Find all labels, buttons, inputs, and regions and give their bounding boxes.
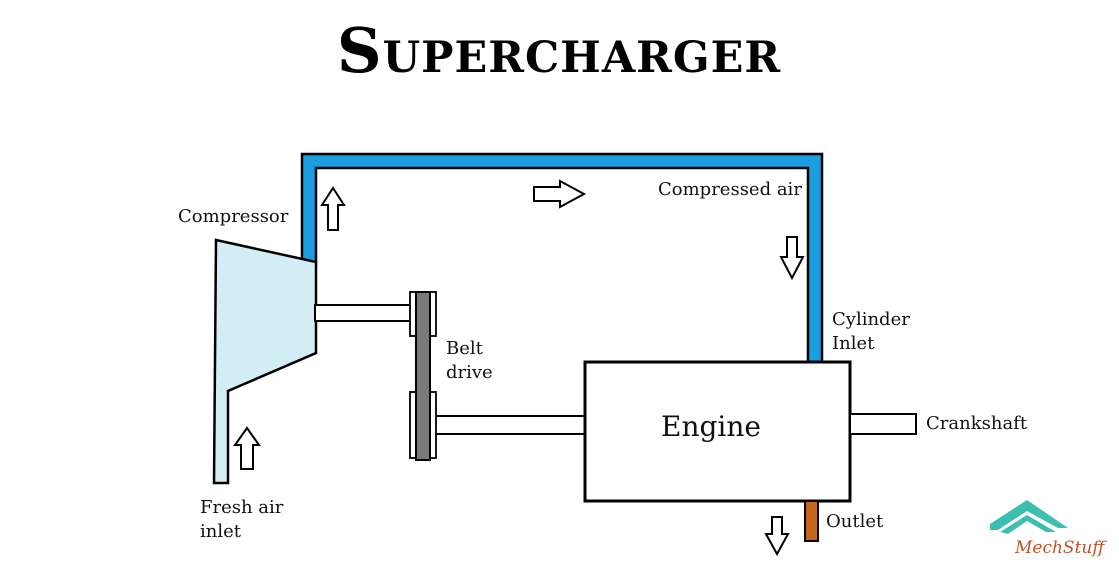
belt-drive-label-line1: Belt (446, 338, 484, 359)
compressor-shaft (314, 304, 416, 322)
outlet-label: Outlet (826, 511, 884, 532)
belt-drive-label-line2: drive (446, 362, 493, 383)
compressed-air-label: Compressed air (658, 179, 802, 200)
cylinder-inlet-label-line1: Cylinder (832, 309, 910, 330)
compressor (212, 238, 318, 485)
fresh-air-label-line2: inlet (200, 521, 242, 542)
arrow-down-outlet (764, 516, 790, 557)
belt-drive (409, 291, 437, 461)
diagram-title: Supercharger (337, 14, 781, 87)
arrow-up-compressor (320, 186, 346, 231)
engine-drive-shaft (429, 415, 587, 435)
compressor-label: Compressor (178, 206, 289, 227)
outlet-pipe (804, 500, 819, 542)
engine-label: Engine (661, 410, 761, 443)
mechstuff-logo: MechStuff (990, 500, 1107, 558)
arrow-up-fresh-air (233, 426, 261, 470)
crankshaft (849, 413, 917, 435)
arrow-down-cylinder (779, 236, 805, 281)
mountain-icon (990, 500, 1068, 530)
crankshaft-label: Crankshaft (926, 413, 1028, 434)
cylinder-inlet-label-line2: Inlet (832, 333, 875, 354)
logo-text: MechStuff (1014, 538, 1107, 558)
fresh-air-label-line1: Fresh air (200, 497, 284, 518)
arrow-right-compressed-air (533, 179, 587, 209)
